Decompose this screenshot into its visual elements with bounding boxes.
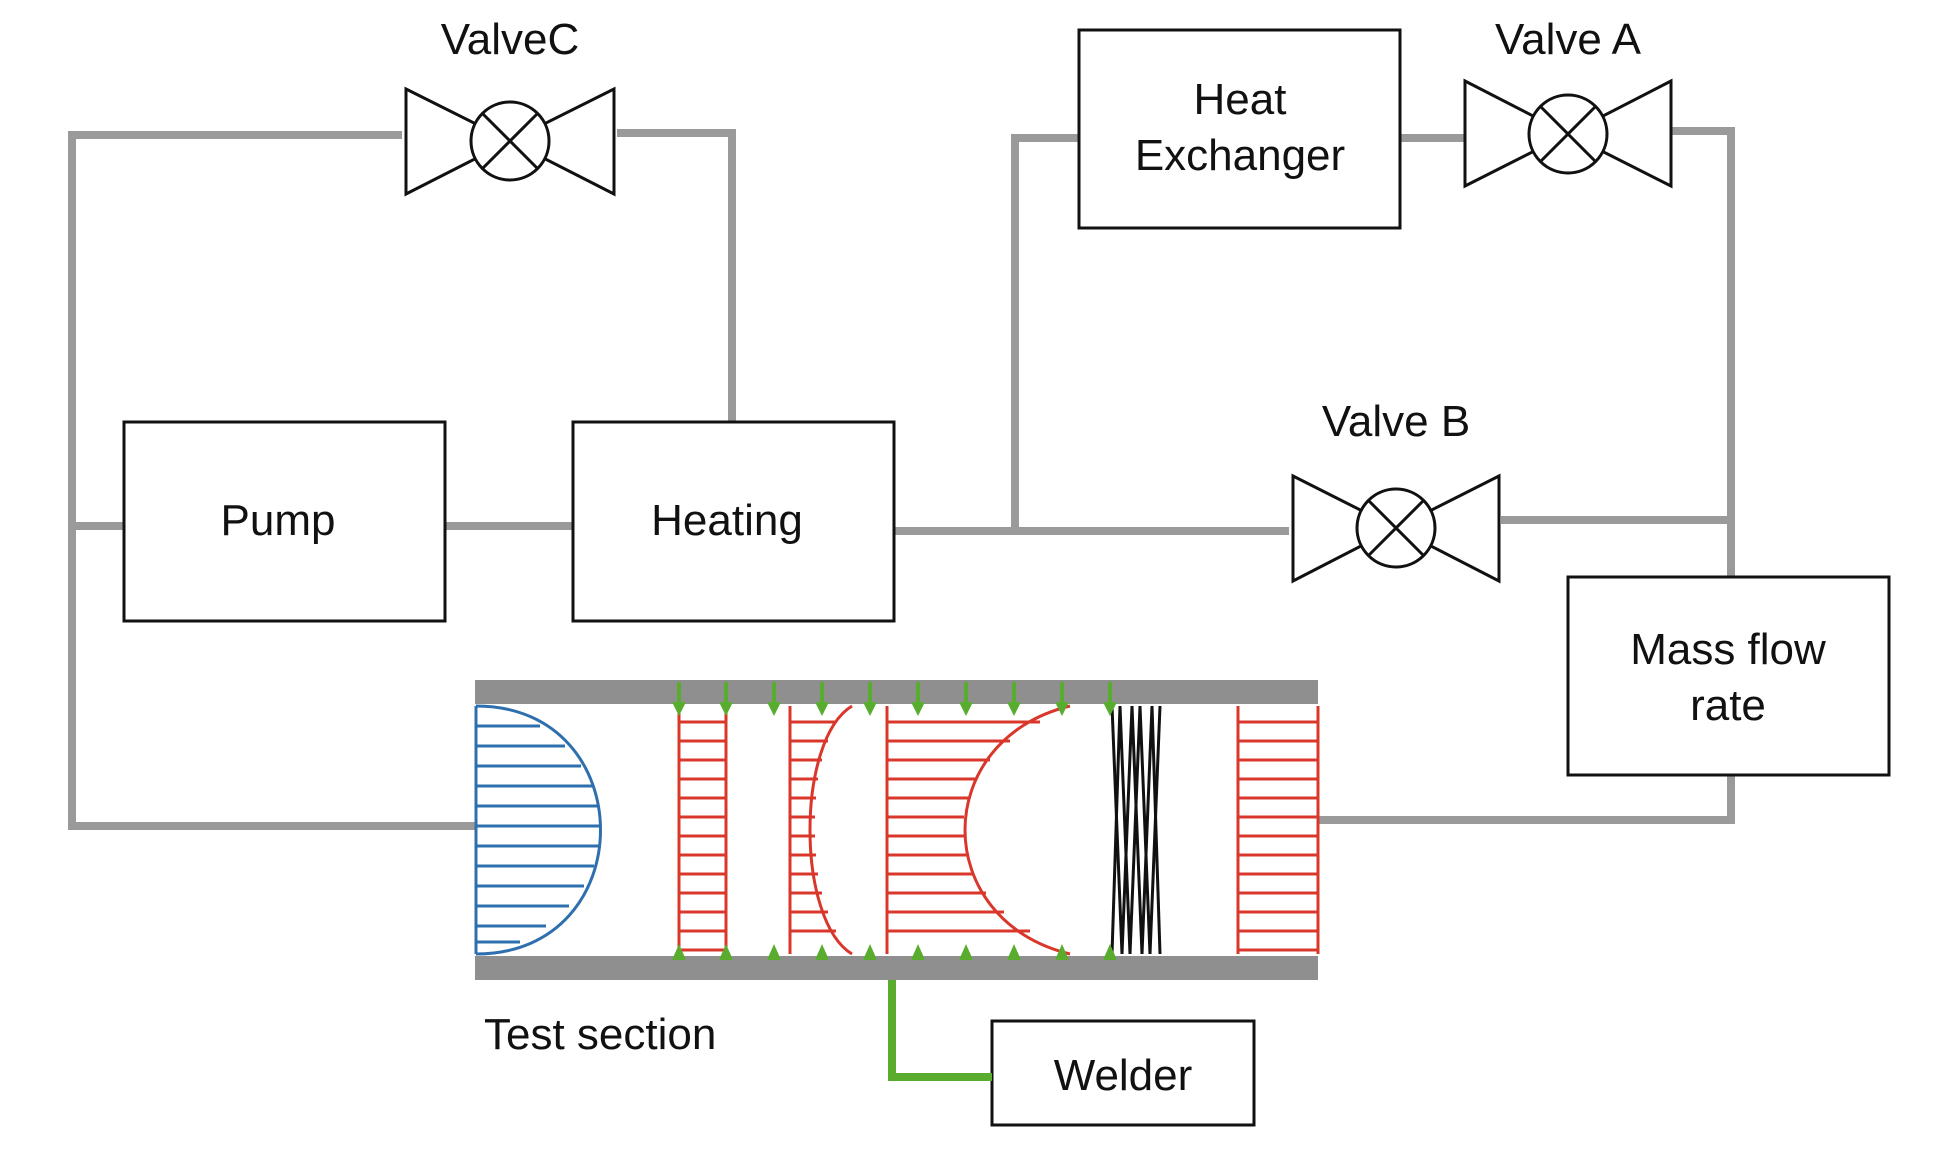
valve-a-label: Valve A (1495, 15, 1642, 64)
welder-box (990, 1019, 1256, 1127)
mass-flow-rate-label-line1: Mass flow (1630, 625, 1826, 674)
heat-exchanger-box (1077, 28, 1402, 230)
valve-b-symbol (1291, 473, 1501, 584)
heated-profile-3 (885, 704, 1071, 956)
heat-exchanger-label-line2: Exchanger (1135, 131, 1345, 180)
valve-a-symbol (1463, 78, 1673, 189)
valve-b-label: Valve B (1322, 397, 1470, 446)
weld-heat-arrows-top (672, 682, 1117, 716)
inlet-velocity-profile (474, 704, 602, 956)
welder-label: Welder (1054, 1051, 1193, 1100)
heated-profile-2 (788, 704, 853, 956)
heating-label: Heating (651, 496, 803, 545)
valve-c-label: ValveC (441, 15, 580, 64)
valve-c-symbol (404, 86, 616, 197)
pump-box (122, 420, 447, 623)
pump-label: Pump (221, 496, 336, 545)
pipes (68, 127, 1735, 830)
outlet-profile (1236, 706, 1320, 954)
pipe-left-to-valve-c (68, 131, 475, 830)
welder-wire (888, 978, 992, 1081)
mass-flow-rate-box (1566, 575, 1891, 777)
pipe-branch-to-heat-exchanger (1011, 134, 1079, 531)
test-section-label: Test section (484, 1010, 716, 1059)
weld-zone-pattern (1110, 705, 1162, 955)
test-section (474, 680, 1320, 980)
test-section-top-wall (475, 680, 1318, 704)
heat-exchanger-label-line1: Heat (1194, 75, 1287, 124)
pipe-massflow-to-test-section (1318, 776, 1735, 824)
test-section-bottom-wall (475, 956, 1318, 980)
pipe-valve-a-to-riser (1672, 127, 1735, 577)
heated-profile-1 (677, 706, 728, 954)
mass-flow-rate-label-line2: rate (1690, 681, 1766, 730)
weld-heat-arrows-bottom (672, 944, 1117, 960)
pipe-valve-c-to-heating (617, 129, 736, 424)
heating-box (571, 420, 896, 623)
